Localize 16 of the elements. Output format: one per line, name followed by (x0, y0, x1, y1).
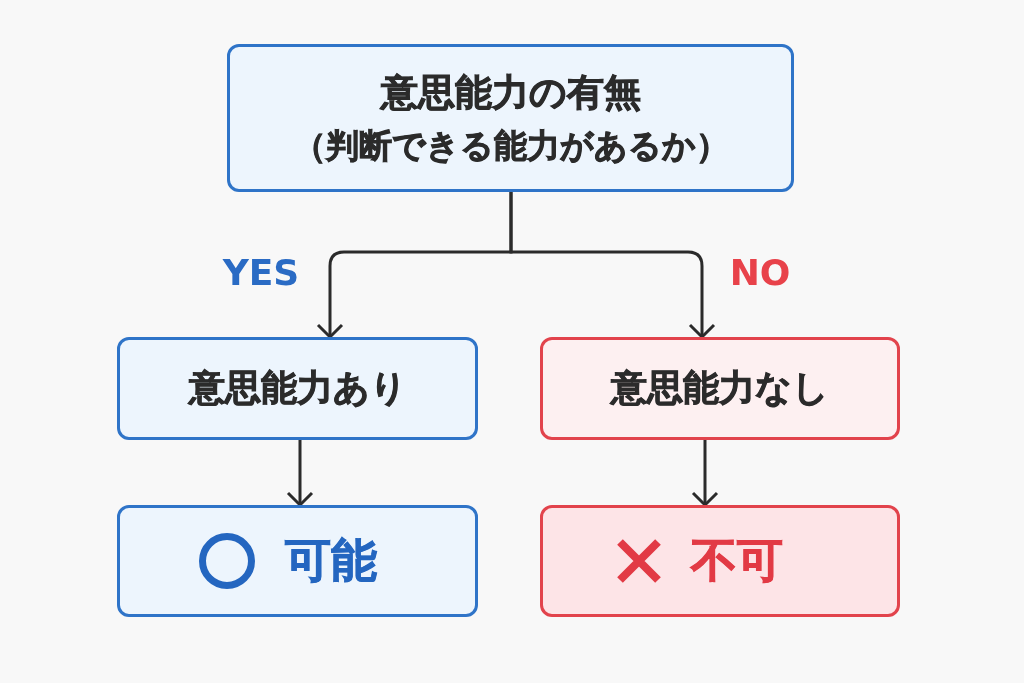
question-note: （判断できる能力があるか） (292, 124, 729, 167)
outcome-box (540, 505, 900, 617)
outcome-label: 可能 (284, 532, 377, 590)
edge-label: YES (222, 255, 300, 291)
question-box (227, 44, 794, 192)
question-text: 意思能力の有無 (380, 69, 641, 116)
outcome-box (117, 505, 478, 617)
edge-label: NO (729, 255, 791, 291)
arrow (691, 440, 719, 507)
arrow (509, 192, 716, 339)
outcome-label: 不可 (691, 532, 783, 590)
result-box (540, 337, 900, 440)
result-label: 意思能力なし (611, 366, 829, 411)
arrow (286, 440, 314, 507)
result-box (117, 337, 478, 440)
result-label: 意思能力あり (188, 366, 407, 411)
